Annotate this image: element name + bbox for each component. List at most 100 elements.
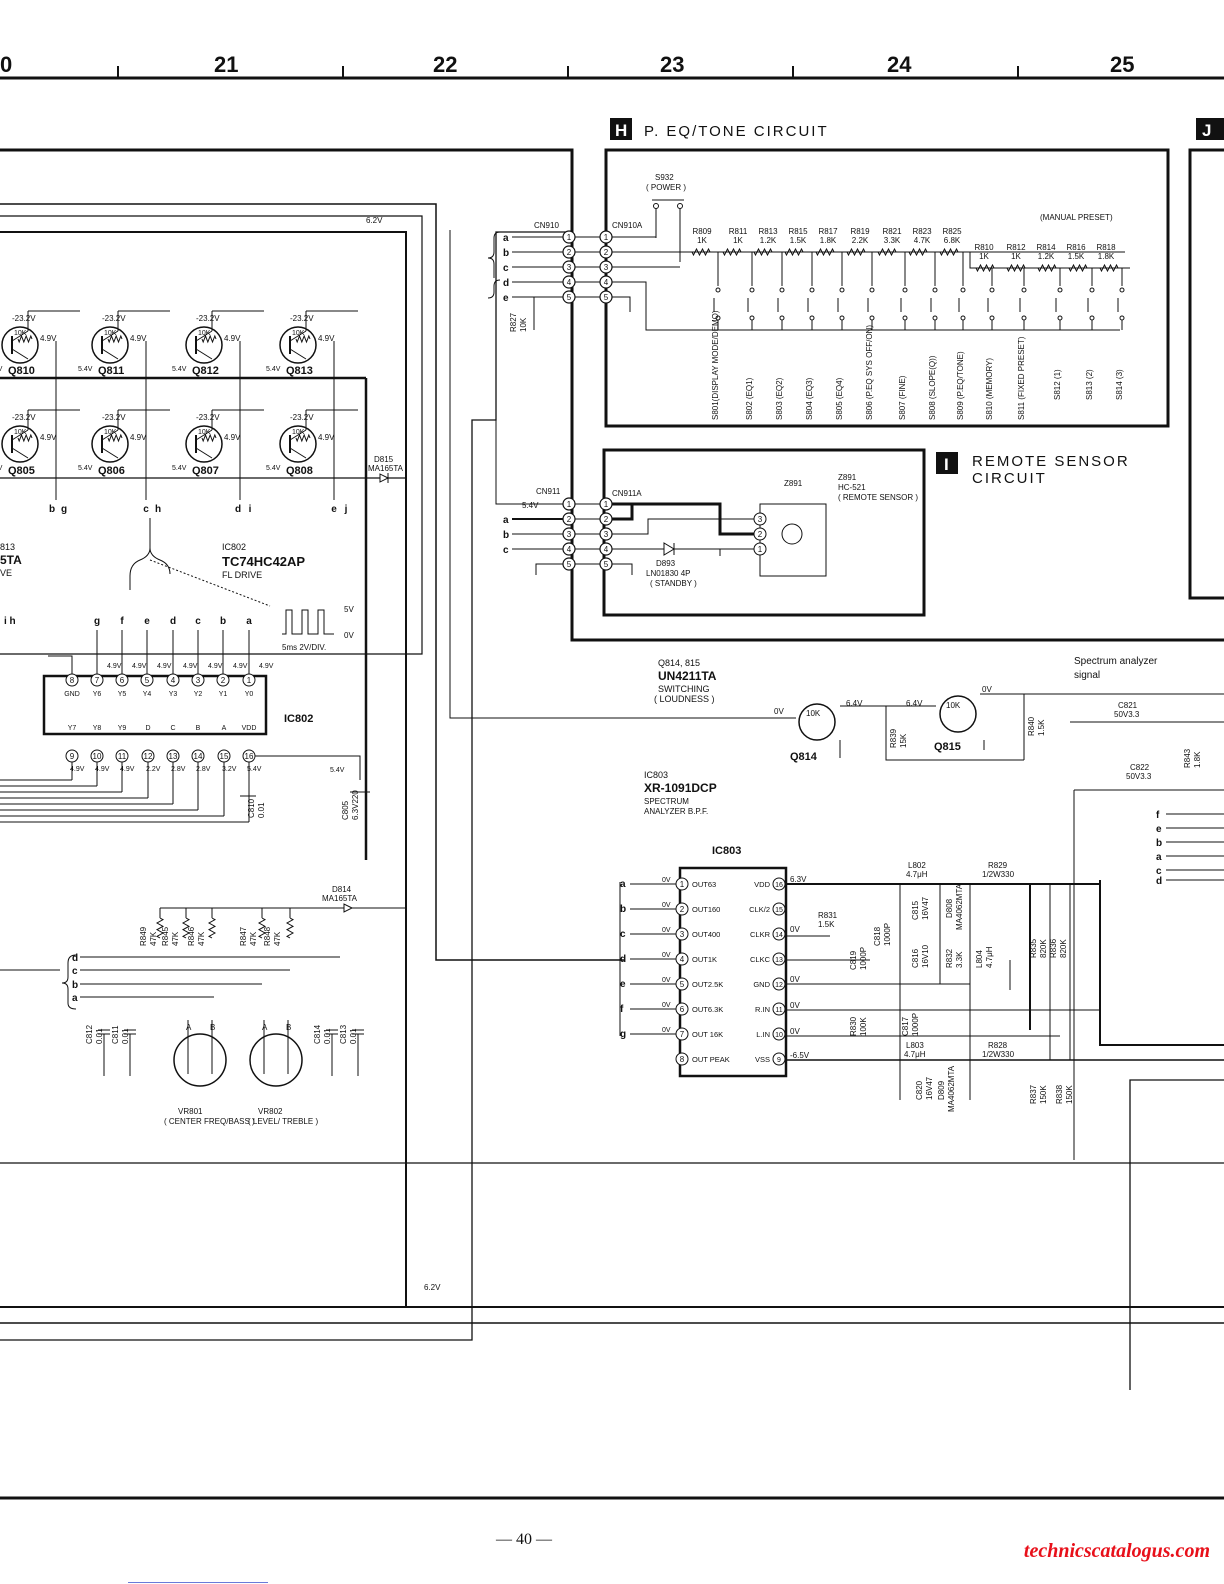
r817-val: 1.8K <box>820 236 837 245</box>
switch-contact-b-3 <box>809 315 815 321</box>
ic802-gnd-wire <box>48 655 73 674</box>
switch-part: UN4211TA <box>658 669 717 683</box>
ic802-labels: 813 5TA VE IC802 TC74HC42AP FL DRIVE 5V … <box>0 542 354 652</box>
ic802-letter-c: c <box>195 616 201 627</box>
c812-val: 0.01 <box>95 1028 104 1044</box>
cn911-pin-1: 1 <box>567 500 572 509</box>
ic802-letter-a: a <box>246 616 252 627</box>
z891-ref-top: Z891 <box>784 479 803 488</box>
ic802-bot-pin-num-10: 10 <box>93 752 102 761</box>
transistor-in-v-q805: 4.9V <box>40 433 57 442</box>
c821-val: 50V3.3 <box>1114 710 1140 719</box>
ic803-right-pin-num-10: 10 <box>775 1032 783 1039</box>
switching-wires <box>449 230 1224 1160</box>
ic802-bracket <box>129 518 271 607</box>
s805-label: S805 (EQ4) <box>835 377 844 420</box>
ic802-top-v-3: 4.9V <box>208 663 223 670</box>
switch-contact-b-4 <box>839 315 845 321</box>
ic802-top-pin-num-4: 4 <box>171 676 176 685</box>
switch-contact-b-12 <box>1089 315 1095 321</box>
transistor-res-q808 <box>295 433 311 443</box>
ic802-top-name-6: Y5 <box>118 691 127 698</box>
switch-contact-12 <box>1089 287 1095 293</box>
s806-label: S806 (P.EQ SYS OFF/ON) <box>865 325 874 420</box>
peq-resistor-3 <box>784 247 804 257</box>
ic803-right-pin-11 <box>772 1002 786 1016</box>
c819-val: 1000P <box>859 947 868 970</box>
cn911a-pin-5: 5 <box>604 560 609 569</box>
ic803-right-pin-num-11: 11 <box>775 1007 782 1014</box>
c805-val: 6.3V220 <box>351 790 360 820</box>
ic803-left-name-1: OUT63 <box>692 880 716 889</box>
r849-val: 47K <box>149 931 158 946</box>
z891-part: HC-521 <box>838 483 866 492</box>
section-h-title: P. EQ/TONE CIRCUIT <box>644 123 829 140</box>
grid-col-22: 22 <box>433 52 457 77</box>
sw-v64b: 6.4V <box>906 699 923 708</box>
cn910-pin-2: 2 <box>567 248 572 257</box>
ic802-letter-e: e <box>144 616 150 627</box>
sw-v0b: 0V <box>982 685 992 694</box>
ic803-left-v-7: 0V <box>662 1027 671 1034</box>
vr-line-b: b <box>72 980 78 991</box>
ic802-bot-name-16: VDD <box>242 725 257 732</box>
section-h-letter: H <box>615 121 627 140</box>
switch-contact-b-10 <box>1021 315 1027 321</box>
ic802-bot-v-13: 2.8V <box>171 766 186 773</box>
c816-ref: C816 <box>911 948 920 968</box>
ic803-left-pin-num-8: 8 <box>680 1055 685 1064</box>
switch-contact-b-6 <box>902 315 908 321</box>
r815-ref: R815 <box>788 227 808 236</box>
ic803-right-pin-num-15: 15 <box>775 907 783 914</box>
transistor-base-v-q811: 5.4V <box>78 366 93 373</box>
power-switch-ref: S932 <box>655 173 674 182</box>
r813-ref: R813 <box>758 227 778 236</box>
ic803-right-name-14: CLKR <box>750 930 771 939</box>
vr801-body <box>173 1033 227 1087</box>
r831-val: 1.5K <box>818 920 835 929</box>
signal-label: signal <box>1074 670 1100 681</box>
site-watermark: technicscatalogus.com <box>1023 1540 1210 1562</box>
ic802-bot-v-11: 4.9V <box>120 766 135 773</box>
ic803-left-v-6: 0V <box>662 1002 671 1009</box>
r832-val: 3.3K <box>955 951 964 968</box>
c815-val: 16V47 <box>921 896 930 920</box>
ic803-right-pin-num-14: 14 <box>775 932 783 939</box>
ic802-top-v-6: 4.9V <box>132 663 147 670</box>
transistor-res-q806 <box>107 433 123 443</box>
ic803-right-pin-16 <box>772 877 786 891</box>
transistor-base-v-q806: 5.4V <box>78 465 93 472</box>
r845-ref: R845 <box>161 926 170 946</box>
ic803-right-name-11: R.IN <box>755 1005 770 1014</box>
transistor-label-q805: Q805 <box>8 465 35 477</box>
r812-val: 1K <box>1011 252 1021 261</box>
transistor-top-v-q808: -23.2V <box>290 413 314 422</box>
ic803-v0-11: 0V <box>790 1001 800 1010</box>
ic802-bot-pin-num-16: 16 <box>245 752 254 761</box>
r819-val: 2.2K <box>852 236 869 245</box>
cn911a-pin-3: 3 <box>604 530 609 539</box>
s809-label: S809 (P.EQ/TONE) <box>956 351 965 420</box>
section-i-title-2: CIRCUIT <box>972 470 1047 487</box>
section-j-header: J <box>1196 118 1224 140</box>
ic803-right-pin-14 <box>772 927 786 941</box>
ic803-right-name-13: CLKC <box>750 955 771 964</box>
switch-contact-b-11 <box>1057 315 1063 321</box>
c812-ref: C812 <box>85 1024 94 1044</box>
transistor-res-q810 <box>17 334 33 344</box>
ic802-letter-d: d <box>170 616 176 627</box>
ic803-func2: ANALYZER B.P.F. <box>644 807 708 816</box>
switch-contact-8 <box>960 287 966 293</box>
ic802-body-label: IC802 <box>284 713 313 725</box>
c817-val: 1000P <box>911 1013 920 1036</box>
ic803-left-pin-num-5: 5 <box>680 980 685 989</box>
ic803-line-d: d <box>620 954 626 965</box>
sw-v0: 0V <box>774 707 784 716</box>
r832-ref: R832 <box>945 948 954 968</box>
ic802-ih: i h <box>4 616 16 627</box>
d893-led-icon <box>663 542 675 556</box>
r835-val: 820K <box>1039 939 1048 958</box>
transistor-res-label-q813: 10K <box>292 330 305 337</box>
transistor-in-v-q810: 4.9V <box>40 334 57 343</box>
